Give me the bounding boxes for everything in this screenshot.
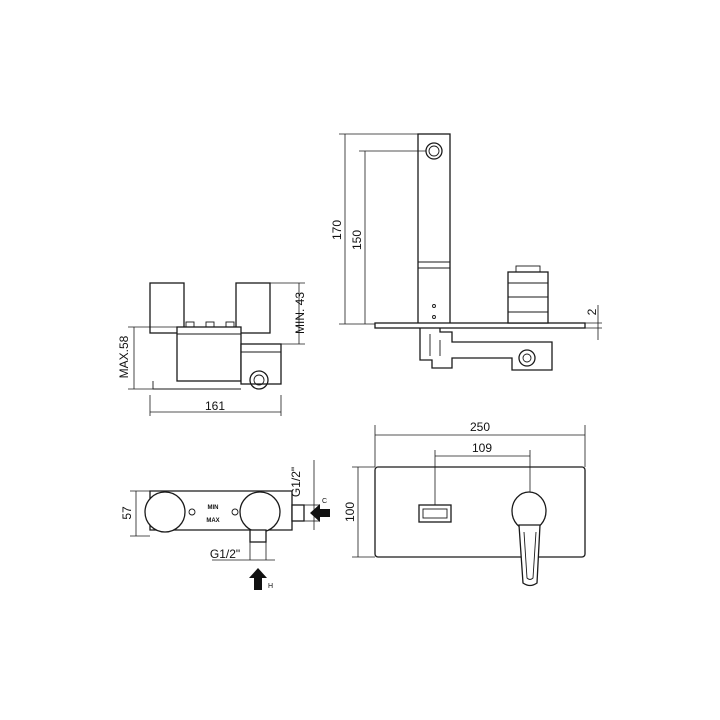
body-left-cap [149, 282, 185, 334]
spout-outlet-front [418, 504, 452, 523]
dim-150: 150 [350, 230, 364, 250]
side-inlet-fitting [291, 504, 305, 522]
spout-column [417, 133, 451, 325]
dim-109: 109 [472, 441, 492, 455]
wall-plate [374, 322, 586, 329]
dim-2: 2 [585, 308, 599, 315]
lever-arm [518, 524, 541, 587]
top-left-cylinder [144, 491, 186, 533]
wall-plate-front [374, 466, 586, 558]
lever-base [511, 491, 547, 531]
dim-170: 170 [330, 220, 344, 240]
body-top-view: MIN MAX 57 G1/2" G1/2" C H [120, 460, 330, 590]
body-right-cap [235, 282, 271, 334]
dim-250: 250 [470, 420, 490, 434]
dim-57: 57 [120, 506, 134, 520]
concealed-body [419, 328, 553, 371]
label-c: C [322, 498, 327, 505]
dim-max-58: MAX.58 [117, 335, 131, 378]
label-min: MIN [208, 505, 219, 511]
label-h: H [268, 583, 273, 590]
dim-100: 100 [343, 502, 357, 522]
bottom-inlet-fitting [249, 529, 267, 543]
body-inlet [249, 370, 269, 390]
body-housing [176, 326, 242, 382]
label-max: MAX [206, 518, 219, 524]
dim-g12-side: G1/2" [289, 467, 303, 497]
dim-g12-bottom: G1/2" [210, 547, 240, 561]
top-right-cylinder [239, 491, 281, 533]
side-inlet-connection [518, 349, 536, 367]
hot-inlet-arrow-icon [249, 568, 267, 590]
cold-inlet-arrow-icon [310, 504, 330, 522]
dim-min-43: MIN. 43 [293, 292, 307, 334]
lever-handle [507, 271, 549, 324]
side-view: 170 150 2 [330, 133, 602, 371]
dim-161: 161 [205, 399, 225, 413]
body-connection-block [240, 343, 282, 385]
body-front-view: MAX.58 MIN. 43 161 [117, 282, 307, 416]
plate-front-view: 250 109 100 [343, 420, 586, 587]
